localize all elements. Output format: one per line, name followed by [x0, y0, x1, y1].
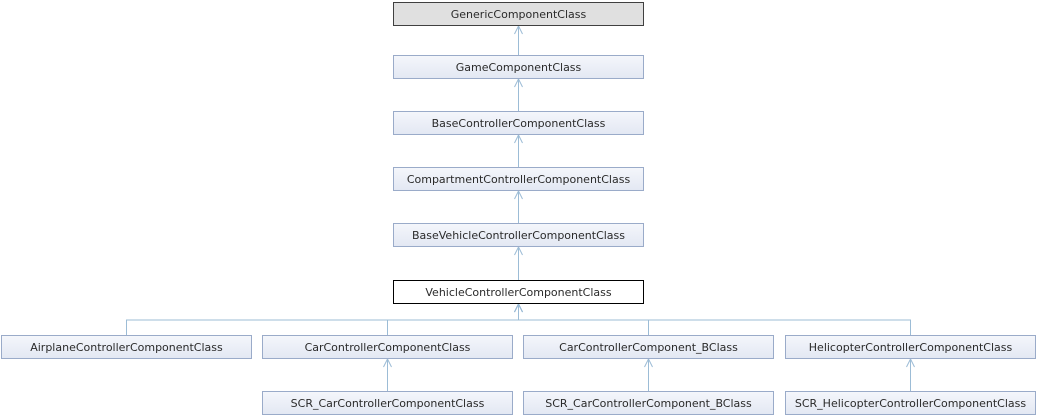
- inheritance-edge-helicopter-to-vehicle: [518, 304, 911, 335]
- node-compartment-controller-component-class[interactable]: CompartmentControllerComponentClass: [393, 167, 644, 191]
- arrowhead-icon: [514, 133, 523, 144]
- node-base-controller-component-class[interactable]: BaseControllerComponentClass: [393, 111, 644, 135]
- arrowhead-icon: [906, 357, 915, 368]
- node-base-vehicle-controller-component-class[interactable]: BaseVehicleControllerComponentClass: [393, 223, 644, 247]
- arrowhead-icon: [514, 302, 523, 313]
- node-vehicle-controller-component-class[interactable]: VehicleControllerComponentClass: [393, 280, 644, 304]
- node-helicopter-controller-component-class[interactable]: HelicopterControllerComponentClass: [785, 335, 1036, 359]
- arrowhead-icon: [383, 357, 392, 368]
- node-generic-component-class[interactable]: GenericComponentClass: [393, 2, 644, 26]
- inheritance-edge-car-to-vehicle: [387, 304, 519, 335]
- node-game-component-class[interactable]: GameComponentClass: [393, 55, 644, 79]
- arrowhead-icon: [514, 24, 523, 35]
- node-scr-helicopter-controller-component-class[interactable]: SCR_HelicopterControllerComponentClass: [785, 391, 1036, 415]
- node-car-controller-component-class[interactable]: CarControllerComponentClass: [262, 335, 513, 359]
- arrowhead-icon: [644, 357, 653, 368]
- arrowhead-icon: [514, 245, 523, 256]
- node-car-controller-component-b-class[interactable]: CarControllerComponent_BClass: [523, 335, 774, 359]
- node-airplane-controller-component-class[interactable]: AirplaneControllerComponentClass: [1, 335, 252, 359]
- node-scr-car-controller-component-class[interactable]: SCR_CarControllerComponentClass: [262, 391, 513, 415]
- arrowhead-icon: [514, 77, 523, 88]
- node-scr-car-controller-component-b-class[interactable]: SCR_CarControllerComponent_BClass: [523, 391, 774, 415]
- arrowhead-icon: [514, 189, 523, 200]
